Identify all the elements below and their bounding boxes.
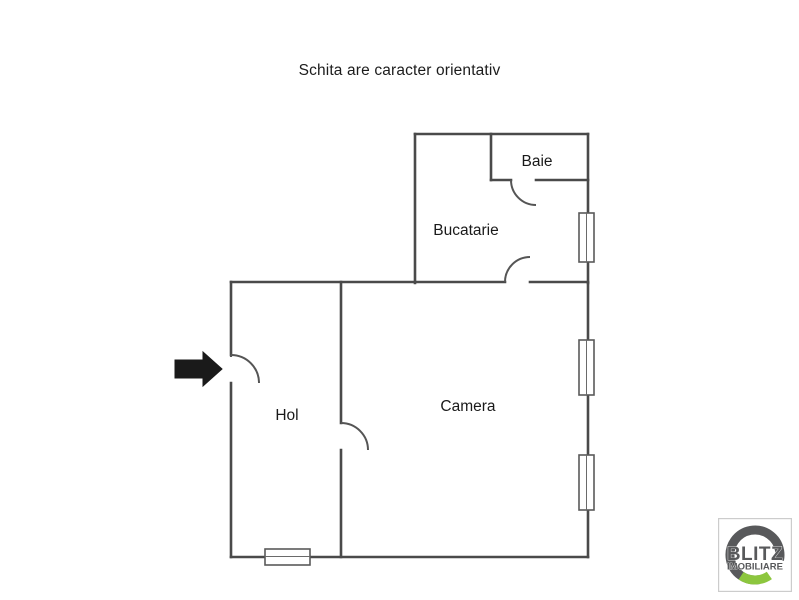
door-bucatarie-camera <box>504 256 531 283</box>
logo-accent-arc <box>725 525 785 585</box>
page-title: Schita are caracter orientativ <box>298 62 501 79</box>
window-group <box>264 212 595 566</box>
door-baie-bucatarie <box>510 179 537 206</box>
brand-logo: BLITZ IMOBILIARE <box>718 518 792 592</box>
room-label-baie: Baie <box>521 153 552 170</box>
entrance-arrow <box>174 350 223 388</box>
room-label-bucatarie: Bucatarie <box>433 222 498 239</box>
room-label-camera: Camera <box>440 398 496 415</box>
logo-name-bottom: IMOBILIARE <box>727 562 783 573</box>
door-hol-camera <box>340 422 369 451</box>
wall-group <box>229 132 590 559</box>
room-label-hol: Hol <box>275 407 298 424</box>
door-entrance <box>230 354 260 384</box>
door-group <box>230 179 537 451</box>
logo-name-top: BLITZ <box>727 544 783 565</box>
